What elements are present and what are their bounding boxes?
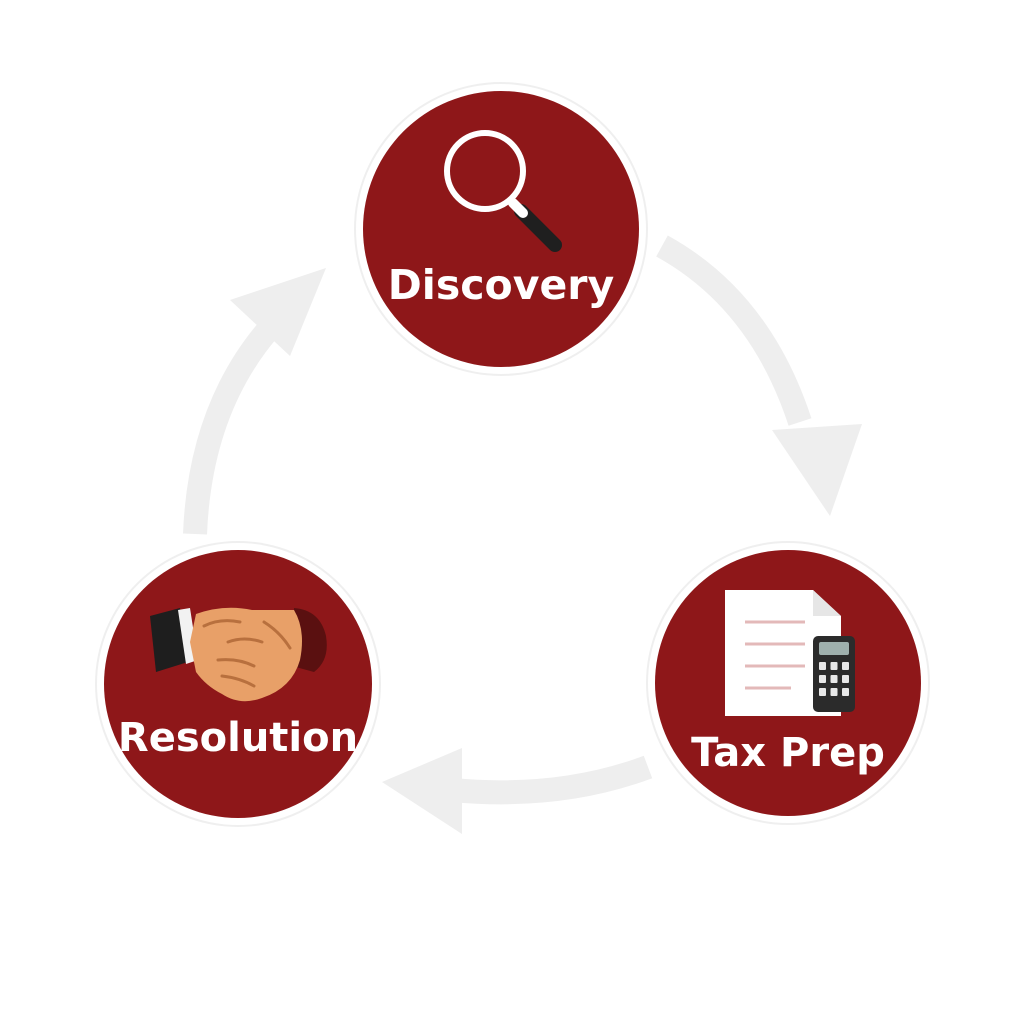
node-discovery: Discovery — [363, 91, 639, 367]
arrowhead-discovery — [230, 268, 326, 356]
arrowhead-resolution — [382, 748, 462, 834]
document-calculator-icon — [725, 590, 855, 716]
arrowhead-taxprep — [772, 424, 862, 516]
node-label-taxprep: Tax Prep — [691, 730, 885, 776]
arrow-taxprep-to-resolution — [450, 755, 653, 805]
arrow-resolution-to-discovery — [183, 322, 278, 535]
arrow-discovery-to-taxprep — [656, 235, 812, 426]
handshake-icon — [150, 607, 327, 702]
node-taxprep: Tax Prep — [655, 550, 921, 816]
node-resolution: Resolution — [104, 550, 372, 818]
magnifying-glass-icon — [444, 130, 562, 252]
node-label-resolution: Resolution — [117, 715, 359, 761]
node-label-discovery: Discovery — [387, 261, 615, 309]
